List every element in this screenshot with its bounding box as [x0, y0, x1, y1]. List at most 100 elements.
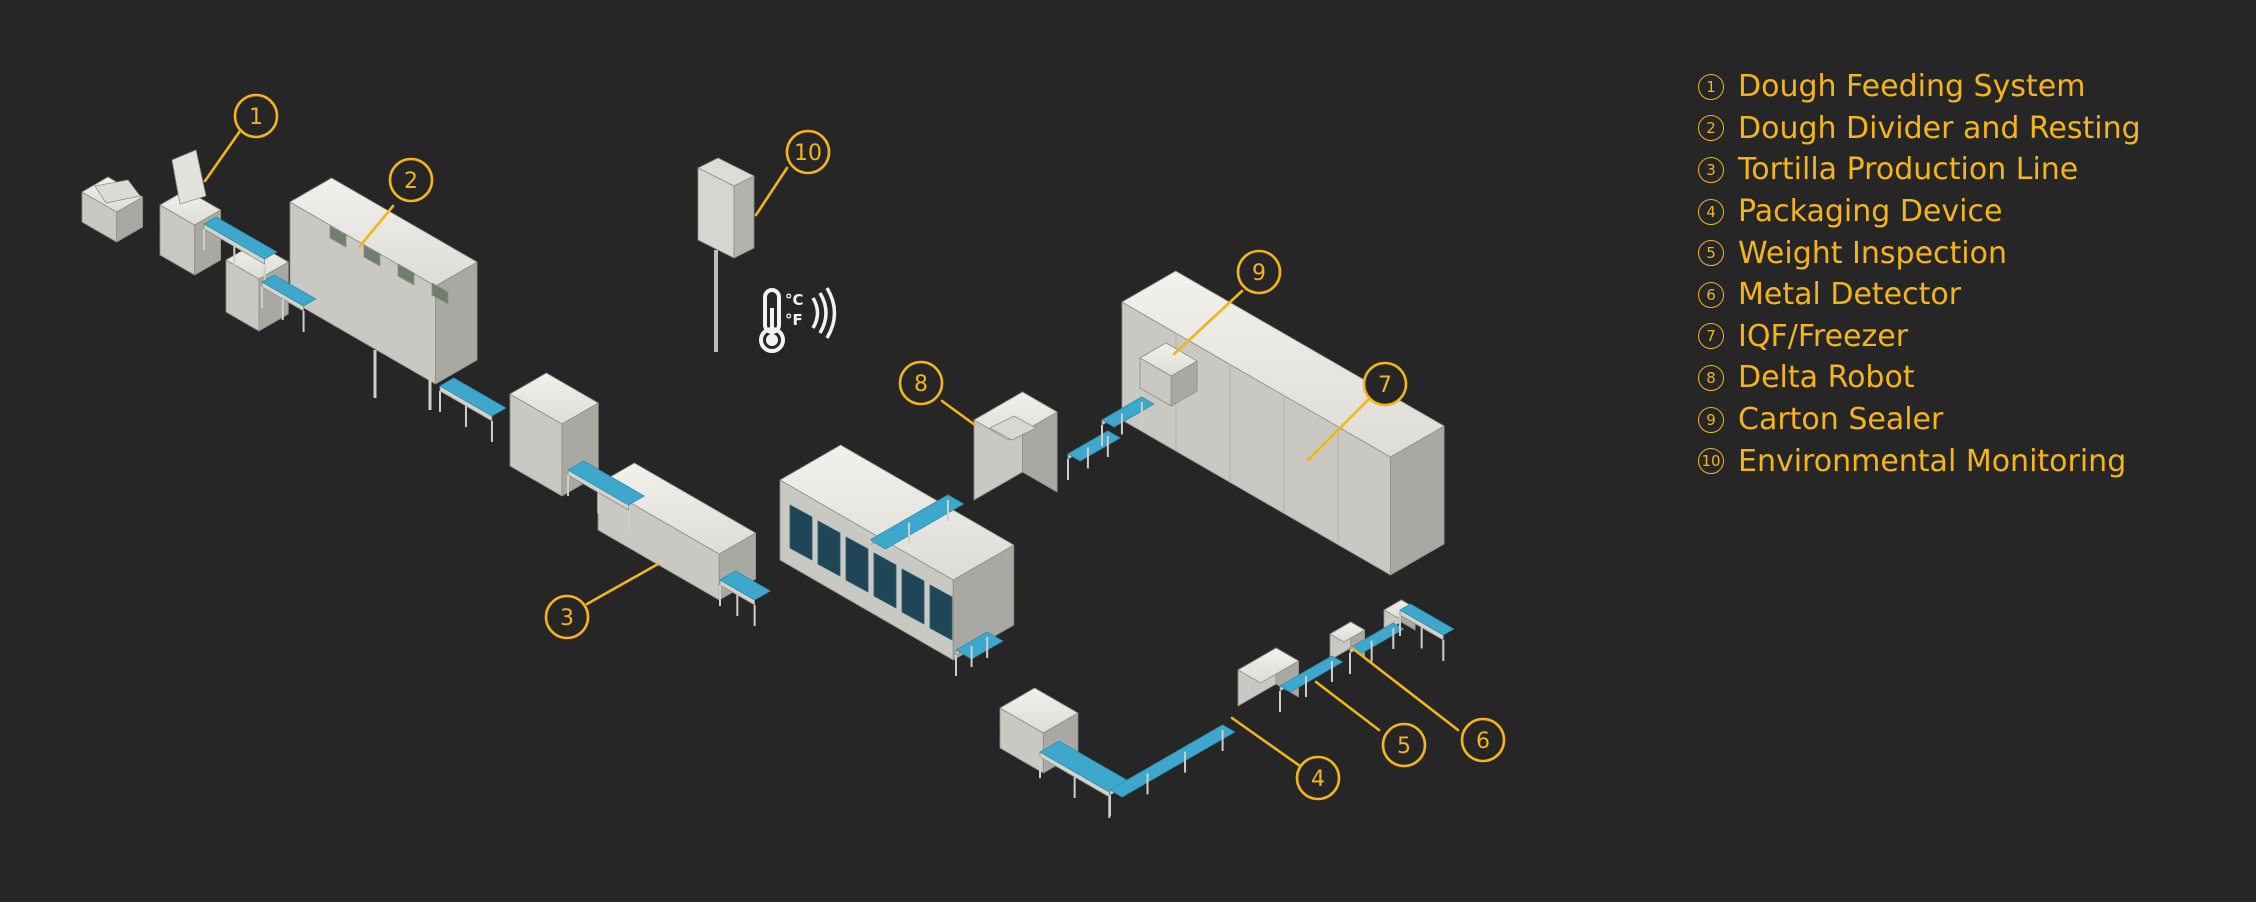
tower-glass-panel: [817, 520, 841, 577]
press-conveyor-surface: [567, 460, 645, 506]
legend-label: Carton Sealer: [1738, 402, 1944, 438]
robot-head: [989, 415, 1037, 441]
legend-label: Environmental Monitoring: [1738, 443, 2127, 479]
callout-7: 7: [1362, 361, 1408, 407]
carton-sealer: [1139, 342, 1198, 407]
legend-label: Metal Detector: [1738, 277, 1962, 313]
callout-1: 1: [233, 93, 279, 139]
feeder-conveyor-surface: [203, 216, 278, 260]
iqf-freezer-top: [1121, 270, 1445, 458]
callout-number: 9: [1252, 261, 1266, 286]
conveyors-layer: [203, 216, 1455, 818]
oven-outfeed: [719, 570, 771, 626]
legend-label: Weight Inspection: [1738, 235, 2008, 271]
callout-6: 6: [1460, 717, 1506, 763]
checkweigher-belt-surface: [1279, 655, 1343, 693]
cooling-conveyor-tower-top: [779, 444, 1015, 581]
robot-outfeed-surface: [1067, 430, 1121, 462]
legend-label: IQF/Freezer: [1738, 318, 1909, 354]
tower-glass-panel: [901, 568, 925, 625]
stacker-conveyor: [1039, 740, 1129, 818]
legend-item: 10 Environmental Monitoring: [1698, 440, 2141, 482]
divider-infeed: [261, 274, 317, 332]
environment-sensor: [697, 157, 755, 352]
callout-5: 5: [1381, 722, 1427, 768]
freezer-outfeed-surface: [1399, 603, 1455, 636]
legend-item: 9 Carton Sealer: [1698, 399, 2141, 441]
dough-feeder-top: [159, 189, 222, 226]
carton-sealer-top: [1139, 342, 1198, 377]
fahrenheit-label: °F: [785, 311, 803, 329]
legend-label: Dough Feeding System: [1738, 69, 2086, 105]
tortilla-press-top: [509, 372, 599, 425]
cabinet-window: [397, 263, 415, 286]
freezer-outfeed: [1399, 603, 1455, 661]
packaging-infeed: [1109, 724, 1236, 816]
callout-number: 6: [1476, 729, 1490, 754]
iqf-freezer: [1121, 270, 1445, 576]
cabinet-window: [329, 225, 347, 248]
legend-item: 4 Packaging Device: [1698, 191, 2141, 233]
callout-circle: [898, 360, 944, 406]
callout-number: 1: [249, 105, 263, 130]
callout-number: 5: [1397, 734, 1411, 759]
leader-lines: [203, 129, 1460, 768]
callout-circle: [544, 594, 590, 640]
tower-glass-panel: [845, 536, 869, 593]
legend-label: Packaging Device: [1738, 194, 2003, 230]
callout-circle: [1362, 361, 1408, 407]
legend-item: 7 IQF/Freezer: [1698, 316, 2141, 358]
robot-infeed-rollers-surface: [869, 494, 964, 550]
legend-number: 10: [1698, 448, 1724, 475]
weight-inspection-top: [1329, 621, 1366, 643]
legend-number: 6: [1698, 281, 1724, 308]
packaging-device-top: [1237, 647, 1300, 684]
legend-number: 5: [1698, 240, 1724, 267]
legend-number: 2: [1698, 115, 1724, 142]
callout-number: 3: [560, 606, 574, 631]
callout-10: 10: [785, 129, 831, 175]
tower-glass-panel: [873, 552, 897, 609]
oven-outfeed-surface: [719, 570, 771, 601]
callout-8: 8: [898, 360, 944, 406]
celsius-label: °C: [785, 291, 804, 309]
callout-circle: [388, 157, 434, 203]
callout-circle: [1460, 717, 1506, 763]
resting-outfeed-surface: [439, 377, 507, 417]
mixer-lid: [94, 179, 141, 204]
legend-item: 5 Weight Inspection: [1698, 232, 2141, 274]
legend-number: 3: [1698, 156, 1724, 183]
feeder-hopper: [171, 149, 207, 205]
machines-layer: [81, 149, 1445, 774]
packaging-infeed-surface: [1109, 724, 1236, 798]
sensor-side: [733, 175, 755, 259]
legend-number: 9: [1698, 406, 1724, 433]
callout-number: 2: [404, 169, 418, 194]
divider-resting-cabinet-top: [289, 177, 478, 287]
legend-number: 8: [1698, 364, 1724, 391]
callout-3: 3: [544, 594, 590, 640]
tower-glass-panel: [929, 584, 953, 641]
divider-infeed-surface: [261, 274, 317, 307]
robot-outfeed: [1067, 430, 1121, 480]
legend-number: 4: [1698, 198, 1724, 225]
callout-circle: [1381, 722, 1427, 768]
cabinet-window: [431, 282, 449, 305]
tower-ramp-surface: [955, 631, 1004, 660]
dough-feeder: [159, 189, 222, 276]
stacker-top: [999, 687, 1079, 734]
legend-number: 7: [1698, 323, 1724, 350]
callout-circle: [785, 129, 831, 175]
thermometer-wireless-icon: °C °F: [759, 287, 837, 353]
resting-outfeed: [439, 377, 507, 442]
delta-robot-cell: [973, 391, 1058, 501]
legend-number: 1: [1698, 73, 1724, 100]
tower-glass-panel: [789, 504, 813, 561]
legend-item: 6 Metal Detector: [1698, 274, 2141, 316]
